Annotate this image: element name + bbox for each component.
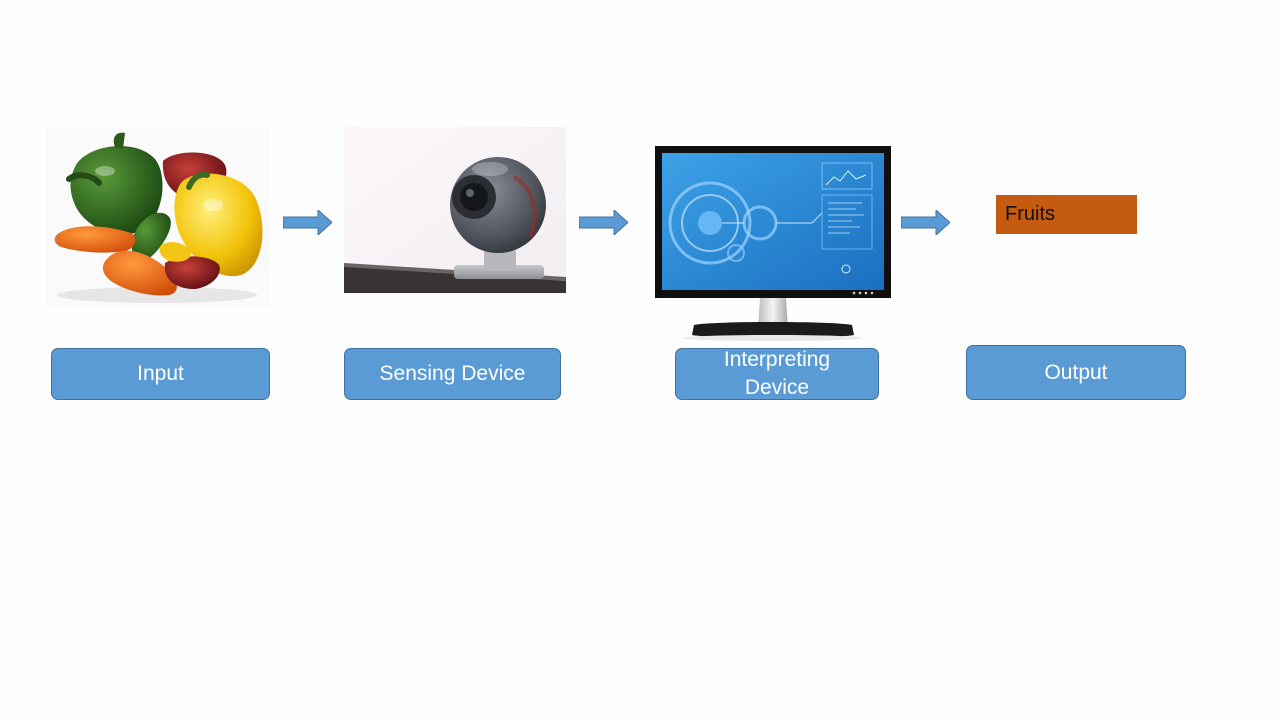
right-arrow-icon xyxy=(283,210,332,235)
output-stage-label: Output xyxy=(966,345,1186,400)
bell-peppers-image xyxy=(45,127,269,307)
sensing-device-stage-label: Sensing Device xyxy=(344,348,561,400)
interpreting-device-stage-label: Interpreting Device xyxy=(675,348,879,400)
output-result-box: Fruits xyxy=(996,195,1137,234)
right-arrow-icon xyxy=(901,210,950,235)
webcam-image xyxy=(344,127,566,293)
computer-monitor-image xyxy=(655,146,891,341)
input-stage-label: Input xyxy=(51,348,270,400)
right-arrow-icon xyxy=(579,210,628,235)
